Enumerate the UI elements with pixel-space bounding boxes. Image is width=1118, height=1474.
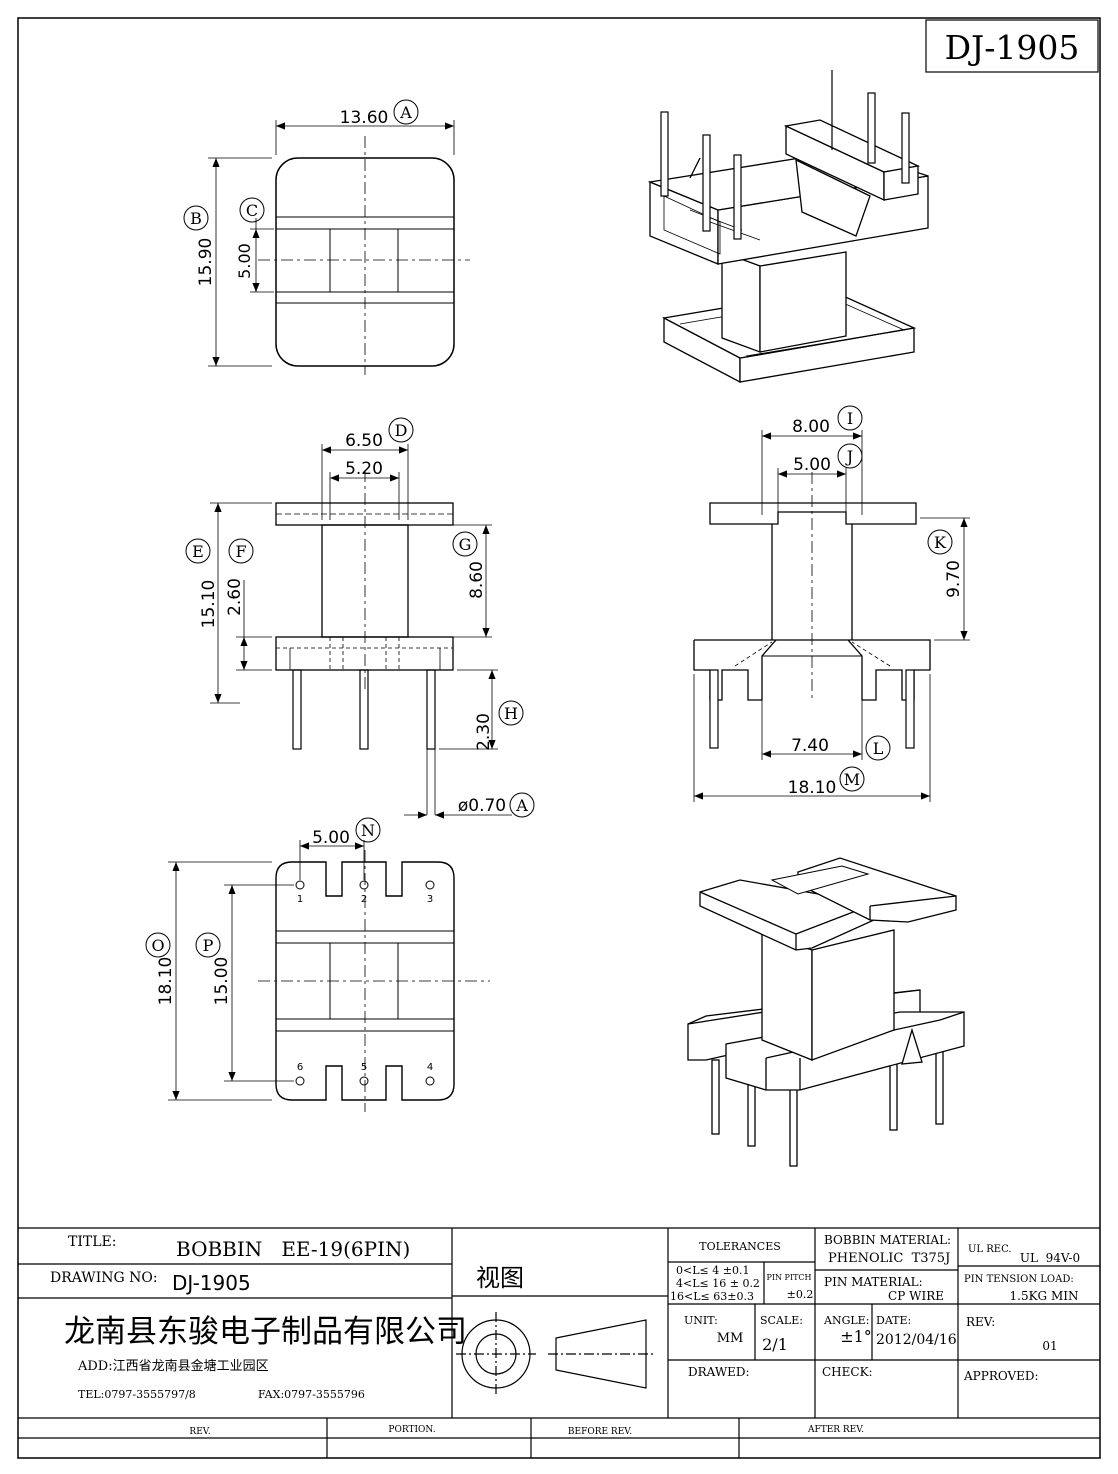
dim-side-base: 18.10: [788, 778, 837, 798]
angle-value: ±1°: [840, 1327, 872, 1346]
side-view: [693, 405, 970, 802]
dim-front-pin-length: 2.30: [474, 713, 494, 751]
date-value: 2012/04/16: [876, 1332, 957, 1348]
company-name: 龙南县东骏电子制品有限公司: [64, 1314, 467, 1350]
tag-front-pin-diameter: A: [515, 796, 528, 815]
ul-value: UL 94V-0: [1020, 1251, 1080, 1265]
isometric-view-top: [647, 119, 929, 384]
tag-front-winding: G: [459, 535, 472, 554]
drawed-label: DRAWED:: [688, 1365, 750, 1379]
bobbin-material-value: PHENOLIC T375J: [828, 1251, 950, 1266]
company-fax: FAX:0797-3555796: [258, 1388, 365, 1401]
drawing-no-value: DJ-1905: [172, 1271, 251, 1295]
dim-side-height: 9.70: [944, 560, 964, 598]
tag-bottom-total: O: [151, 936, 164, 955]
tag-front-pin-length: H: [504, 704, 518, 723]
dim-front-base: 2.60: [225, 578, 245, 616]
ul-label: UL REC.: [968, 1244, 1012, 1255]
angle-label: ANGLE:: [823, 1314, 869, 1327]
dim-bottom-pitch: 5.00: [312, 828, 350, 848]
pin-number-2: 2: [361, 894, 367, 905]
tag-side-span: L: [873, 739, 884, 758]
scale-value: 2/1: [762, 1335, 788, 1354]
tag-side-base: M: [844, 770, 860, 789]
title-value: BOBBIN EE-19(6PIN): [176, 1237, 410, 1261]
title-block: [18, 1227, 1100, 1458]
dim-bottom-total: 18.10: [156, 957, 176, 1006]
revision-after-header: AFTER REV.: [807, 1425, 864, 1435]
title-label: TITLE:: [68, 1234, 116, 1250]
dim-top-core: 5.00: [235, 243, 254, 279]
sheet-border: [17, 17, 1101, 1459]
pin-tension-value: 1.5KG MIN: [1010, 1289, 1079, 1303]
bobbin-material-label: BOBBIN MATERIAL:: [824, 1233, 951, 1247]
dim-front-pin-diameter: ø0.70: [458, 796, 506, 816]
unit-value: MM: [717, 1331, 744, 1346]
tag-side-core: J: [845, 447, 853, 466]
revision-rev-header: REV.: [189, 1427, 210, 1437]
isometric-view-top-pins: [660, 70, 910, 240]
approved-label: APPROVED:: [963, 1369, 1039, 1383]
projection-symbol: [456, 1312, 654, 1396]
dim-side-core: 5.00: [793, 455, 831, 475]
tag-front-base: F: [235, 542, 246, 561]
pin-tension-label: PIN TENSION LOAD:: [964, 1274, 1074, 1285]
tag-top-core: C: [246, 201, 258, 220]
pin-number-5: 5: [361, 1062, 367, 1073]
dim-front-inner: 5.20: [345, 459, 383, 479]
pin-material-label: PIN MATERIAL:: [824, 1275, 923, 1289]
rev-label: REV:: [966, 1315, 995, 1329]
tag-front-outer: D: [395, 421, 408, 440]
pin-pitch-value: ±0.2: [787, 1288, 814, 1301]
tolerance-range-1: 0<L≤ 4 ±0.1: [676, 1264, 749, 1277]
view-label: 视图: [476, 1264, 524, 1292]
isometric-view-bottom: [687, 857, 965, 1167]
tag-bottom-pitch: N: [361, 821, 375, 840]
dim-bottom-row: 15.00: [212, 957, 232, 1006]
tag-bottom-row: P: [203, 936, 214, 955]
revision-before-header: BEFORE REV.: [568, 1427, 632, 1437]
top-view: [183, 99, 470, 375]
pin-number-1: 1: [297, 894, 303, 905]
tag-top-height: B: [190, 209, 202, 228]
tolerance-range-3: 16<L≤ 63±0.3: [670, 1290, 754, 1303]
scale-label: SCALE:: [760, 1314, 803, 1327]
tag-front-total: E: [192, 542, 204, 561]
dim-top-height: 15.90: [196, 238, 216, 287]
check-label: CHECK:: [822, 1365, 873, 1379]
drawing-code-box: DJ-1905: [925, 19, 1099, 73]
bottom-view: [145, 817, 490, 1112]
dim-side-span: 7.40: [791, 736, 829, 756]
company-address: ADD:江西省龙南县金塘工业园区: [77, 1358, 269, 1374]
tag-side-height: K: [934, 533, 947, 552]
dim-side-top: 8.00: [792, 417, 830, 437]
tolerance-range-2: 4<L≤ 16 ± 0.2: [676, 1277, 760, 1290]
pin-number-6: 6: [297, 1062, 303, 1073]
tolerances-label: TOLERANCES: [699, 1240, 781, 1253]
dim-top-width: 13.60: [340, 108, 389, 128]
revision-portion-header: PORTION.: [388, 1425, 435, 1435]
tag-top-width: A: [399, 103, 412, 122]
dim-front-winding: 8.60: [467, 561, 487, 599]
pin-pitch-label: PIN PITCH: [766, 1273, 811, 1282]
company-tel: TEL:0797-3555797/8: [78, 1388, 196, 1401]
pin-number-3: 3: [427, 894, 433, 905]
pin-number-4: 4: [427, 1062, 433, 1073]
date-label: DATE:: [876, 1314, 911, 1327]
dim-front-total: 15.10: [199, 580, 219, 629]
rev-value: 01: [1042, 1339, 1057, 1353]
pin-material-value: CP WIRE: [888, 1289, 944, 1303]
drawing-no-label: DRAWING NO:: [50, 1270, 158, 1286]
unit-label: UNIT:: [684, 1314, 718, 1327]
drawing-code: DJ-1905: [945, 28, 1080, 67]
tag-side-top: I: [847, 409, 853, 428]
front-view: [185, 417, 535, 819]
dim-front-outer: 6.50: [345, 431, 383, 451]
